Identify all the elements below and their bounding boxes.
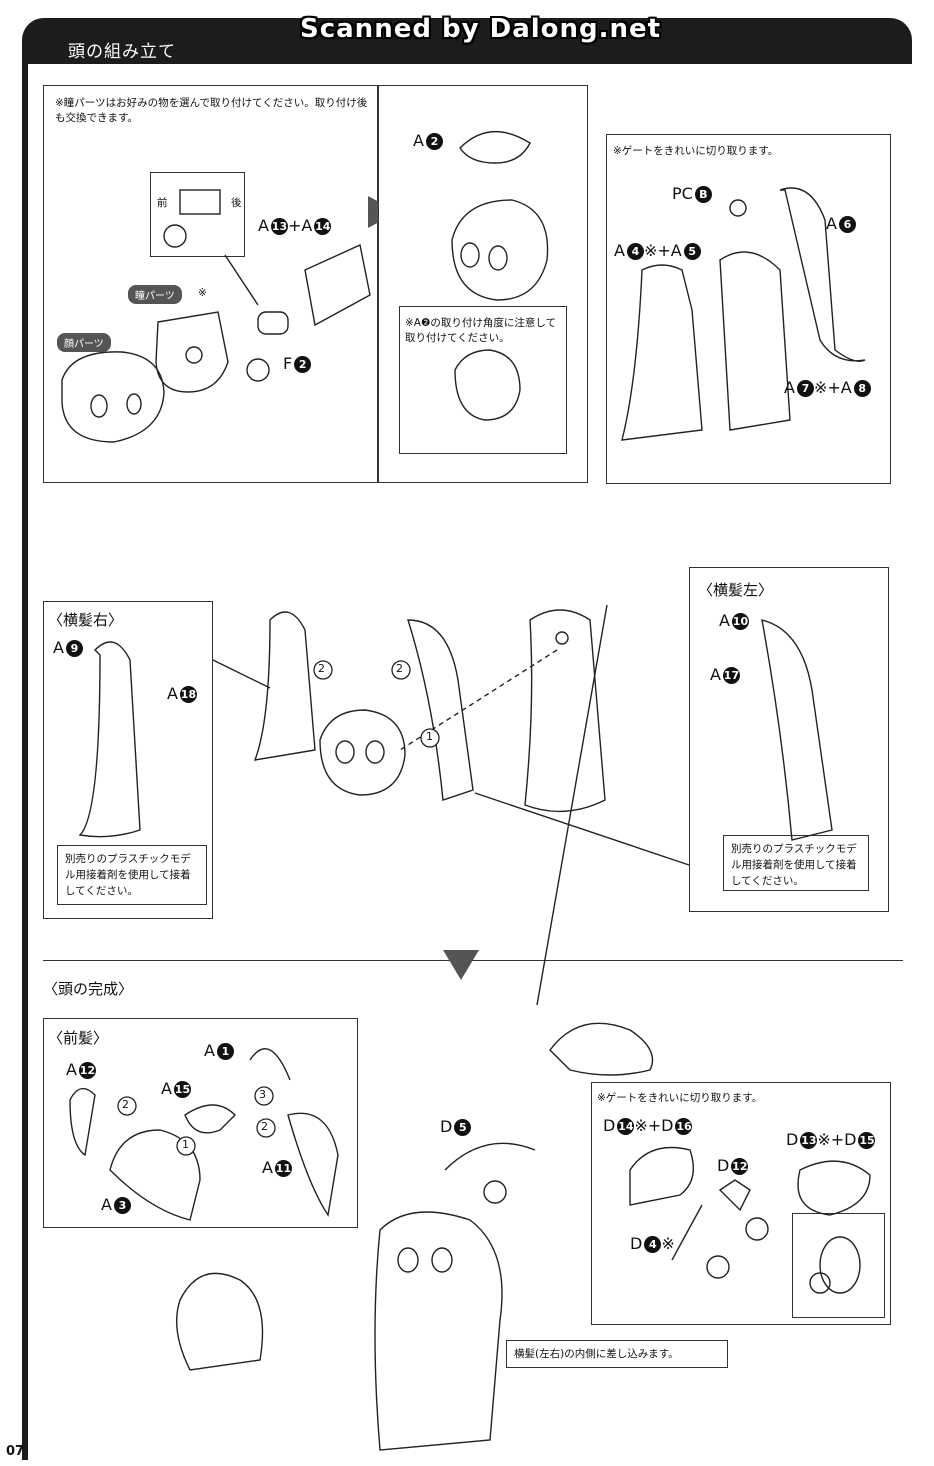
step-1: 1 — [426, 730, 433, 743]
side-bar — [22, 60, 28, 1460]
face-parts-tag: 顔パーツ — [57, 333, 111, 352]
glue-note-left: 別売りのプラスチックモデル用接着剤を使用して接着してください。 — [723, 835, 869, 891]
panel-back-hair — [606, 134, 891, 484]
step-1: 1 — [182, 1138, 189, 1151]
detail-box-clip — [792, 1213, 885, 1318]
side-hair-left-icon — [407, 619, 474, 801]
caution-icon — [483, 1180, 507, 1204]
panel-eye-install — [43, 85, 378, 483]
page-title: 頭の組み立て — [68, 42, 176, 62]
completed-head-icon — [374, 1211, 503, 1451]
gate-note: ※ゲートをきれいに切り取ります。 — [613, 145, 779, 157]
glue-note-right: 別売りのプラスチックモデル用接着剤を使用して接着してください。 — [57, 845, 207, 905]
front-hair-title: 〈前髪〉 — [48, 1029, 109, 1047]
back-hair-icon — [524, 609, 606, 813]
eye-parts-mark: ※ — [198, 287, 207, 299]
panel-front-hair — [43, 1018, 358, 1228]
detail-box-orientation — [150, 172, 245, 257]
header-bar — [22, 18, 912, 64]
step-2: 2 — [318, 662, 325, 675]
label-front: 前 — [157, 197, 168, 209]
eye-note: ※瞳パーツはお好みの物を選んで取り付けてください。取り付け後も交換できます。 — [55, 97, 368, 124]
insert-note: 横髪(左右)の内側に差し込みます。 — [506, 1340, 728, 1368]
completion-title: 〈頭の完成〉 — [43, 980, 134, 998]
gate-note-2: ※ゲートをきれいに切り取ります。 — [597, 1092, 763, 1104]
label-back: 後 — [231, 197, 242, 209]
step-2: 2 — [261, 1120, 268, 1133]
step-2: 2 — [122, 1098, 129, 1111]
down-arrow-icon — [443, 950, 479, 980]
page-number: 07 — [6, 1444, 25, 1459]
side-hair-right-title: 〈横髪右〉 — [48, 611, 124, 629]
side-hair-left-title: 〈横髪左〉 — [698, 581, 774, 599]
angle-note: ※A❷の取り付け角度に注意して取り付けてください。 — [405, 317, 557, 344]
head-assembly-icon — [319, 709, 406, 796]
eye-parts-tag: 瞳パーツ — [128, 285, 182, 304]
step-2: 2 — [396, 662, 403, 675]
hair-ornament-icon — [549, 1022, 654, 1076]
step-3: 3 — [259, 1088, 266, 1101]
scan-watermark: Scanned by Dalong.net — [300, 14, 662, 44]
